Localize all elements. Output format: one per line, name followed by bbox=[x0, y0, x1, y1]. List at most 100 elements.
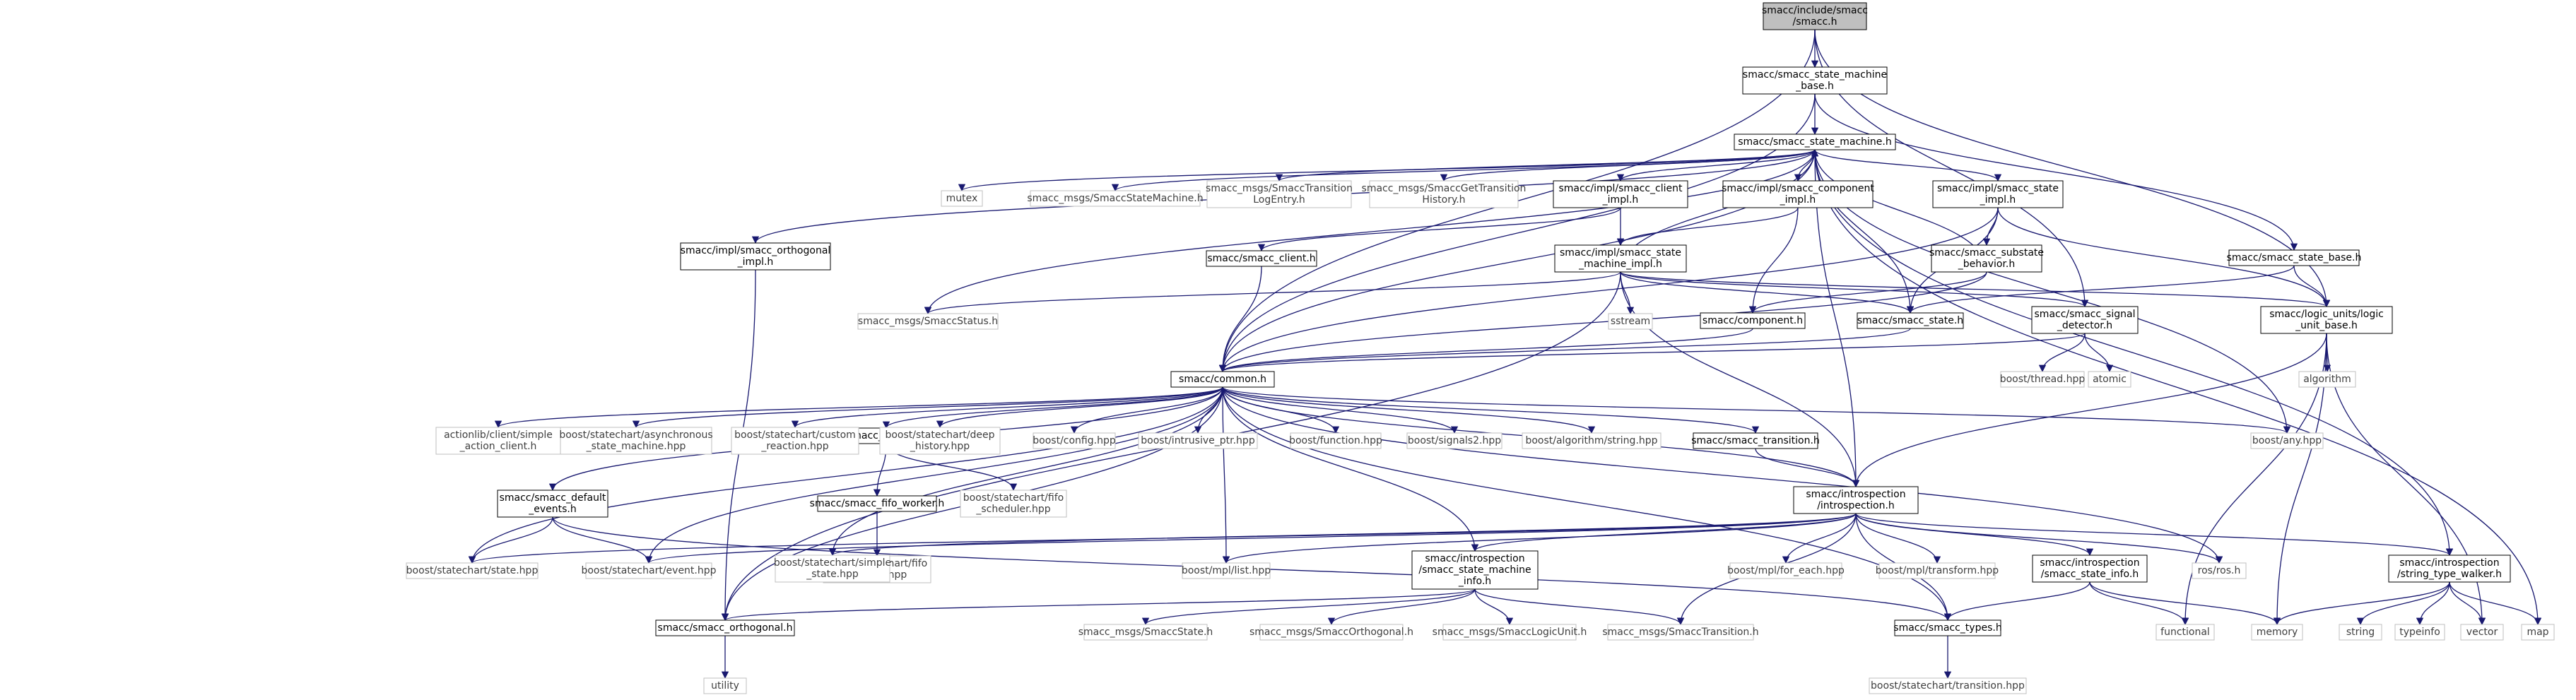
node-label: smacc_msgs/SmaccGetTransition bbox=[1362, 183, 1527, 194]
node-label: boost/statechart/state.hpp bbox=[406, 565, 539, 576]
node-label: /smacc_state_info.h bbox=[2041, 569, 2139, 580]
node-client[interactable]: smacc/smacc_client.h bbox=[1206, 250, 1317, 267]
edge-type_walker-to-typeinfo bbox=[2416, 581, 2450, 626]
node-async-sm: boost/statechart/asynchronous_state_mach… bbox=[559, 427, 713, 455]
edge-sm_base-to-state_base bbox=[1814, 93, 2298, 251]
edge-introspection-to-mpl_list bbox=[1223, 513, 1857, 564]
edge-introspection-to-ros bbox=[1855, 513, 2223, 564]
node-fifo-worker[interactable]: smacc/smacc_fifo_worker.h bbox=[810, 495, 945, 512]
node-label: /introspection.h bbox=[1817, 500, 1895, 511]
edge-common-to-sm_info bbox=[1222, 386, 1479, 552]
edge-common-to-deep_h bbox=[936, 386, 1223, 429]
node-label: smacc/smacc_orthogonal.h bbox=[658, 622, 793, 634]
node-introspection[interactable]: smacc/introspection/introspection.h bbox=[1793, 486, 1919, 514]
node-default-ev[interactable]: smacc/smacc_default_events.h bbox=[497, 490, 608, 518]
node-label: smacc/impl/smacc_state bbox=[1560, 247, 1681, 259]
node-msg-orth: smacc_msgs/SmaccOrthogonal.h bbox=[1249, 624, 1413, 641]
node-orth-impl[interactable]: smacc/impl/smacc_orthogonal_impl.h bbox=[680, 242, 831, 271]
node-sm-impl[interactable]: smacc/impl/smacc_state_machine_impl.h bbox=[1554, 244, 1687, 273]
node-function: boost/function.hpp bbox=[1289, 432, 1382, 449]
node-label: _state_machine.hpp bbox=[586, 441, 686, 452]
edge-sm-to-client_impl bbox=[1616, 149, 1816, 182]
node-label: smacc_msgs/SmaccStatus.h bbox=[858, 316, 998, 327]
edge-introspection-to-type_walker bbox=[1855, 513, 2453, 557]
node-box bbox=[1206, 180, 1352, 208]
node-box bbox=[1693, 432, 1818, 449]
node-box bbox=[2000, 371, 2085, 388]
edge-common-to-transition bbox=[1222, 386, 1759, 434]
node-client-impl[interactable]: smacc/impl/smacc_client_impl.h bbox=[1553, 180, 1688, 208]
node-box bbox=[2339, 624, 2382, 641]
node-substate[interactable]: smacc/smacc_substate_behavior.h bbox=[1929, 244, 2044, 273]
node-transition[interactable]: smacc/smacc_transition.h bbox=[1691, 432, 1820, 449]
node-label: functional bbox=[2160, 627, 2210, 638]
node-label: boost/statechart/asynchronous bbox=[559, 429, 712, 441]
node-label: smacc/impl/smacc_component bbox=[1722, 183, 1874, 194]
node-root[interactable]: smacc/include/smacc/smacc.h bbox=[1762, 2, 1868, 30]
node-box bbox=[1763, 2, 1867, 30]
edge-signal-to-thread bbox=[2038, 333, 2086, 373]
edge-introspection-to-state_info bbox=[1855, 513, 2094, 557]
node-label: smacc/component.h bbox=[1702, 315, 1803, 326]
node-label: smacc/common.h bbox=[1179, 374, 1266, 385]
node-label: History.h bbox=[1422, 194, 1465, 206]
node-box bbox=[1411, 550, 1539, 590]
node-box bbox=[1932, 180, 2064, 208]
node-state[interactable]: smacc/smacc_state.h bbox=[1857, 312, 1964, 329]
node-comp-impl[interactable]: smacc/impl/smacc_component_impl.h bbox=[1722, 180, 1874, 208]
node-label: boost/statechart/deep bbox=[885, 429, 994, 441]
node-label: smacc/introspection bbox=[2399, 557, 2499, 569]
edge-sm_impl-to-signal bbox=[1620, 271, 2088, 308]
node-label: smacc_msgs/SmaccLogicUnit.h bbox=[1433, 627, 1587, 638]
node-type-walker[interactable]: smacc/introspection/string_type_walker.h bbox=[2388, 554, 2511, 583]
node-box bbox=[1729, 562, 1842, 579]
node-box bbox=[1030, 190, 1201, 207]
node-orthogonal[interactable]: smacc/smacc_orthogonal.h bbox=[655, 619, 795, 636]
node-label: _impl.h bbox=[1780, 194, 1816, 206]
node-sm[interactable]: smacc/smacc_state_machine.h bbox=[1734, 134, 1896, 150]
node-types[interactable]: smacc/smacc_types.h bbox=[1893, 619, 2002, 636]
node-msg-status: smacc_msgs/SmaccStatus.h bbox=[857, 313, 999, 330]
node-label: smacc/smacc_state.h bbox=[1857, 315, 1963, 326]
node-label: /string_type_walker.h bbox=[2397, 569, 2502, 580]
node-box bbox=[1878, 562, 1996, 579]
edge-common-to-async_sm bbox=[633, 386, 1223, 429]
node-label: boost/statechart/simple bbox=[774, 557, 891, 569]
node-label: smacc_msgs/SmaccTransition.h bbox=[1602, 627, 1758, 638]
node-common[interactable]: smacc/common.h bbox=[1170, 371, 1275, 388]
node-sm-base[interactable]: smacc/smacc_state_machine_base.h bbox=[1742, 66, 1888, 95]
node-atomic: atomic bbox=[2088, 371, 2131, 388]
node-label: _impl.h bbox=[1602, 194, 1639, 206]
node-box bbox=[857, 313, 999, 330]
node-box bbox=[2521, 624, 2555, 641]
node-label: smacc/smacc_substate bbox=[1929, 247, 2044, 259]
node-fifo-sched-hpp: boost/statechart/fifo_scheduler.hpp bbox=[960, 490, 1067, 518]
node-box bbox=[775, 554, 890, 583]
node-box bbox=[2156, 624, 2215, 641]
edge-sm_info-to-orthogonal bbox=[722, 588, 1476, 622]
node-label: smacc/smacc_fifo_worker.h bbox=[810, 498, 945, 509]
node-state-impl[interactable]: smacc/impl/smacc_state_impl.h bbox=[1932, 180, 2064, 208]
edge-comp_impl-to-component bbox=[1748, 207, 1799, 314]
node-sm-info[interactable]: smacc/introspection/smacc_state_machine_… bbox=[1411, 550, 1539, 590]
node-memory: memory bbox=[2251, 624, 2303, 641]
edge-sm-to-introspection bbox=[1814, 149, 1860, 488]
node-label: _info.h bbox=[1458, 576, 1491, 587]
node-state-base[interactable]: smacc/smacc_state_base.h bbox=[2227, 249, 2362, 266]
node-label: smacc/smacc_state_machine bbox=[1743, 69, 1887, 81]
node-component[interactable]: smacc/component.h bbox=[1700, 312, 1806, 329]
node-box bbox=[585, 562, 712, 579]
node-label: smacc/smacc_state_machine.h bbox=[1738, 136, 1891, 148]
node-state-info[interactable]: smacc/introspection/smacc_state_info.h bbox=[2032, 554, 2148, 583]
edge-common-to-alg_string bbox=[1222, 386, 1596, 434]
node-label: _behavior.h bbox=[1958, 259, 2016, 270]
edge-sm_impl-to-introspection bbox=[1620, 271, 1860, 488]
node-label: smacc_msgs/SmaccOrthogonal.h bbox=[1249, 627, 1413, 638]
node-box bbox=[2394, 624, 2445, 641]
edge-sm_info-to-msg_orth bbox=[1327, 588, 1476, 626]
node-logic[interactable]: smacc/logic_units/logic_unit_base.h bbox=[2260, 306, 2393, 334]
node-label: boost/thread.hpp bbox=[2000, 374, 2086, 385]
edge-signal-to-common bbox=[1219, 333, 2086, 373]
node-signal[interactable]: smacc/smacc_signal_detector.h bbox=[2031, 306, 2139, 334]
